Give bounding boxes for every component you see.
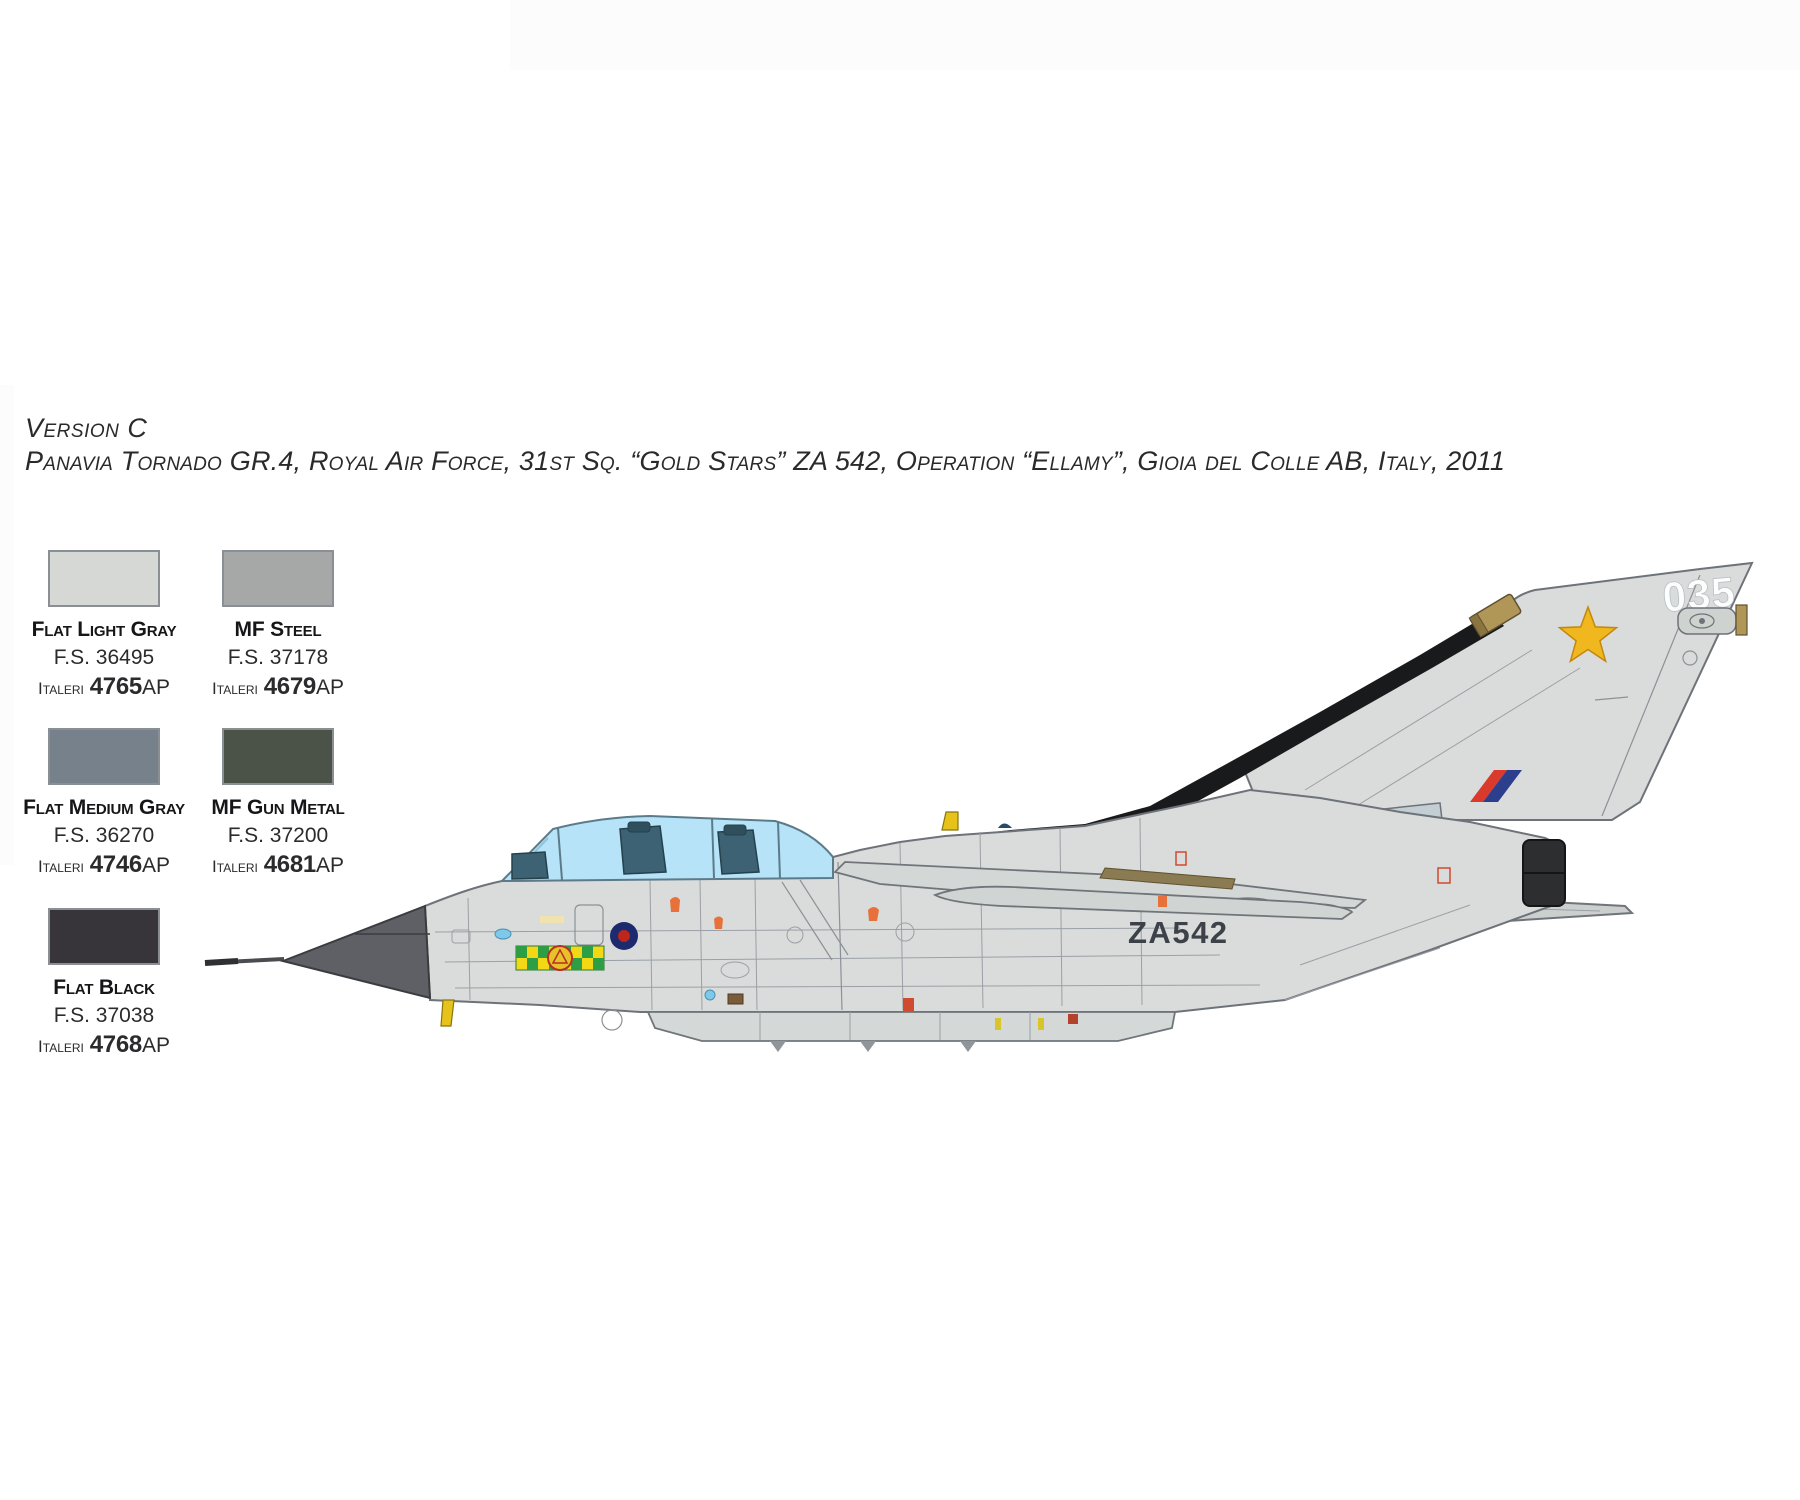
paint-swatch xyxy=(48,550,160,607)
aoa-probe xyxy=(440,999,455,1027)
scan-tint-left xyxy=(0,385,14,865)
squadron-star-icon xyxy=(1557,604,1619,664)
stencil-red xyxy=(1175,851,1187,866)
spine-antenna-yellow xyxy=(941,811,959,831)
paint-brand-code: Italeri 4679AP xyxy=(187,673,369,701)
paint-code: 4765 xyxy=(89,673,143,701)
fin-markings: 035 xyxy=(1468,567,1748,802)
te-antenna-fairing xyxy=(1677,604,1748,636)
paint-fs-code: F.S. 37038 xyxy=(53,1004,155,1028)
version-label: Version C xyxy=(25,413,148,443)
paint-code-suffix: AP xyxy=(141,676,170,700)
paint-swatch xyxy=(222,550,334,607)
serial-text: ZA542 xyxy=(1128,915,1229,950)
fuel-tank xyxy=(932,885,1354,920)
paint-name: MF Gun Metal xyxy=(211,796,345,819)
scan-tint-top xyxy=(510,0,1800,70)
radome xyxy=(279,904,432,1000)
paint-swatch xyxy=(48,728,160,785)
paint-chip-flat-light-gray: Flat Light Gray F.S. 36495 Italeri 4765A… xyxy=(13,550,195,701)
paint-chip-flat-black: Flat Black F.S. 37038 Italeri 4768AP xyxy=(13,908,195,1059)
paint-swatch xyxy=(222,728,334,785)
paint-code: 4768 xyxy=(89,1031,143,1059)
nose xyxy=(204,904,455,1027)
stencil-red-3 xyxy=(903,998,914,1011)
paint-fs-code: F.S. 37200 xyxy=(227,824,329,848)
brand-label: Italeri xyxy=(212,679,258,699)
ejection-seats xyxy=(511,821,760,880)
rescue-checkerboard xyxy=(515,945,605,971)
stencil-orange-group xyxy=(670,896,1167,929)
paint-chip-mf-steel: MF Steel F.S. 37178 Italeri 4679AP xyxy=(187,550,369,701)
underside-light xyxy=(704,989,716,1001)
paint-name: Flat Medium Gray xyxy=(23,796,185,819)
paint-name: Flat Light Gray xyxy=(31,618,177,641)
paint-name: MF Steel xyxy=(234,618,322,641)
spine-antenna-blue xyxy=(998,823,1012,828)
wing-le-strip xyxy=(1099,867,1236,890)
scheme-description: Panavia Tornado GR.4, Royal Air Force, 3… xyxy=(25,446,1506,476)
fin-flash xyxy=(1470,770,1522,802)
underside-fairing xyxy=(727,993,744,1005)
paint-code: 4681 xyxy=(263,851,317,879)
brand-label: Italeri xyxy=(212,857,258,877)
brand-label: Italeri xyxy=(38,857,84,877)
paint-chip-flat-medium-gray: Flat Medium Gray F.S. 36270 Italeri 4746… xyxy=(13,728,195,879)
le-antenna-fairing xyxy=(1468,593,1522,638)
paint-brand-code: Italeri 4681AP xyxy=(187,851,369,879)
paint-chip-mf-gun-metal: MF Gun Metal F.S. 37200 Italeri 4681AP xyxy=(187,728,369,879)
stencil-red-2 xyxy=(1437,867,1451,884)
paint-fs-code: F.S. 37178 xyxy=(227,646,329,670)
paint-code-suffix: AP xyxy=(141,854,170,878)
paint-fs-code: F.S. 36495 xyxy=(53,646,155,670)
paint-code-suffix: AP xyxy=(315,854,344,878)
belly-stores xyxy=(601,1009,1177,1052)
paint-brand-code: Italeri 4746AP xyxy=(13,851,195,879)
brand-label: Italeri xyxy=(38,1037,84,1057)
paint-brand-code: Italeri 4765AP xyxy=(13,673,195,701)
paint-name: Flat Black xyxy=(53,976,155,999)
paint-brand-code: Italeri 4768AP xyxy=(13,1031,195,1059)
stencil-yellow xyxy=(540,916,564,923)
thrust-reverser xyxy=(1522,839,1566,907)
paint-code: 4679 xyxy=(263,673,317,701)
fuselage-markings: ZA542 xyxy=(494,811,1451,1011)
paint-code-suffix: AP xyxy=(141,1034,170,1058)
stencil-blue xyxy=(494,928,512,940)
paint-fs-code: F.S. 36270 xyxy=(53,824,155,848)
paint-code-suffix: AP xyxy=(315,676,344,700)
paint-code: 4746 xyxy=(89,851,143,879)
brand-label: Italeri xyxy=(38,679,84,699)
paint-swatch xyxy=(48,908,160,965)
canopy xyxy=(499,814,834,883)
